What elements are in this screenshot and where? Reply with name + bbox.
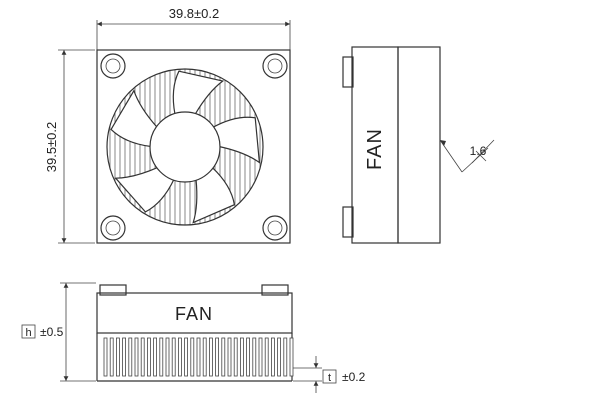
front-view: FAN h ±0.5 t ±0.2 bbox=[21, 282, 366, 393]
height-dimension-label: 39.5±0.2 bbox=[44, 122, 59, 173]
front-fin bbox=[258, 337, 263, 377]
front-fin bbox=[233, 337, 238, 377]
side-tab-top bbox=[342, 56, 354, 88]
top-view: 39.8±0.2 39.5±0.2 bbox=[44, 6, 291, 244]
roughness-value: 1.6 bbox=[470, 144, 487, 158]
front-fins bbox=[96, 333, 294, 382]
front-fin bbox=[208, 337, 213, 377]
side-view: FAN 1.6 bbox=[342, 46, 495, 244]
h-dimension: h ±0.5 bbox=[21, 282, 96, 382]
front-fin bbox=[289, 337, 294, 377]
width-dimension: 39.8±0.2 bbox=[96, 6, 291, 50]
fan-blade bbox=[212, 116, 261, 164]
screw-hole-top-left bbox=[100, 53, 126, 79]
front-fin bbox=[221, 337, 226, 377]
t-box bbox=[322, 369, 337, 384]
front-fin bbox=[116, 337, 120, 377]
screw-hole-bottom-left bbox=[100, 215, 126, 241]
side-tab-bottom bbox=[342, 206, 354, 238]
fan-blades bbox=[110, 70, 261, 224]
fan-frame bbox=[96, 49, 291, 244]
h-tolerance: ±0.5 bbox=[40, 325, 64, 339]
width-dimension-label: 39.8±0.2 bbox=[169, 6, 220, 21]
front-fin bbox=[270, 337, 275, 377]
surface-roughness-symbol: 1.6 bbox=[439, 139, 495, 173]
front-fin bbox=[277, 337, 282, 377]
front-fin bbox=[146, 337, 151, 377]
front-fin bbox=[196, 337, 201, 377]
front-fin bbox=[184, 337, 189, 377]
fan-blade bbox=[110, 89, 158, 148]
front-fin bbox=[103, 337, 108, 377]
front-fin bbox=[202, 337, 207, 377]
side-fan-label: FAN bbox=[364, 128, 386, 170]
front-fin bbox=[246, 337, 251, 377]
t-box-label: t bbox=[328, 372, 331, 384]
front-fin bbox=[190, 337, 195, 377]
t-tolerance: ±0.2 bbox=[342, 370, 366, 384]
screw-hole-top-right bbox=[262, 53, 288, 79]
h-box bbox=[21, 324, 36, 339]
front-fin bbox=[159, 337, 164, 377]
front-fin bbox=[171, 337, 176, 377]
height-dimension: 39.5±0.2 bbox=[44, 49, 95, 244]
front-fin bbox=[153, 337, 158, 377]
front-fin bbox=[165, 337, 170, 377]
fan-hub bbox=[149, 111, 221, 183]
fan-blade bbox=[114, 166, 175, 213]
front-fin bbox=[134, 337, 139, 377]
front-tab-left bbox=[99, 284, 127, 296]
front-body bbox=[96, 292, 293, 334]
front-fin bbox=[227, 337, 232, 377]
front-fin bbox=[177, 337, 182, 377]
front-tab-right bbox=[261, 284, 289, 296]
side-heatsink bbox=[397, 46, 441, 244]
fan-ring bbox=[106, 68, 264, 226]
front-fin bbox=[128, 337, 133, 377]
front-fin bbox=[239, 337, 244, 377]
front-fin bbox=[140, 337, 145, 377]
front-fin bbox=[264, 337, 269, 377]
h-box-label: h bbox=[25, 327, 31, 339]
front-fan-label: FAN bbox=[175, 304, 213, 324]
fan-blade bbox=[172, 70, 225, 116]
t-dimension: t ±0.2 bbox=[293, 356, 366, 393]
front-fin bbox=[215, 337, 220, 377]
front-fin bbox=[122, 337, 126, 377]
front-fin bbox=[252, 337, 257, 377]
screw-hole-bottom-right bbox=[262, 215, 288, 241]
corner-holes bbox=[100, 53, 288, 241]
fan-blade bbox=[192, 166, 236, 224]
front-fin bbox=[283, 337, 288, 377]
front-fin bbox=[109, 337, 114, 377]
